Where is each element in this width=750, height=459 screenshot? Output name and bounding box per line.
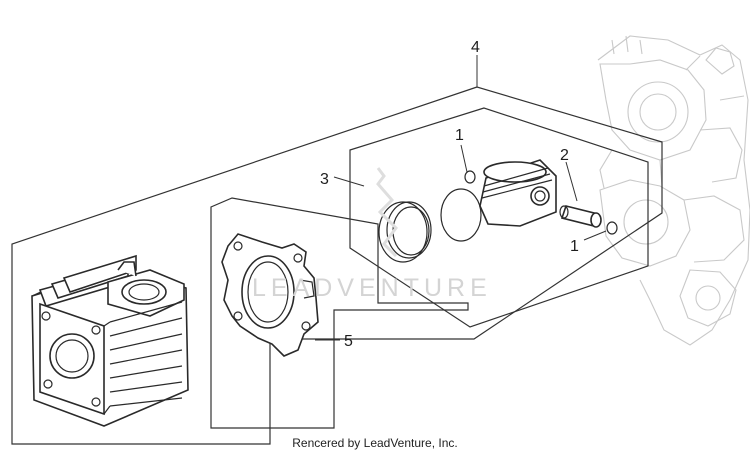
piston-rings: [378, 201, 432, 263]
footer-credit: Rencered by LeadVenture, Inc.: [292, 436, 458, 450]
circlip-lower: [606, 221, 618, 235]
callout-4: 4: [471, 39, 480, 56]
callout-5: 5: [344, 333, 353, 350]
leadventure-watermark: LEADVENTURE: [252, 167, 492, 302]
piston-kit-frame: [349, 107, 649, 328]
circlip-upper: [464, 170, 476, 184]
head-gasket: [221, 233, 319, 357]
piston-pin: [559, 205, 602, 228]
cylinder-block: [31, 254, 189, 427]
callout-1-upper: 1: [455, 127, 464, 144]
gasket-frame: [210, 197, 469, 429]
leader-lines: [315, 55, 607, 341]
oil-ring: [440, 188, 482, 242]
watermark-text: LEADVENTURE: [252, 274, 492, 302]
callout-2: 2: [560, 147, 569, 164]
callout-3: 3: [320, 171, 329, 188]
callout-1-lower: 1: [570, 238, 579, 255]
piston: [479, 159, 557, 227]
background-crankcase-illustration: [597, 35, 750, 346]
